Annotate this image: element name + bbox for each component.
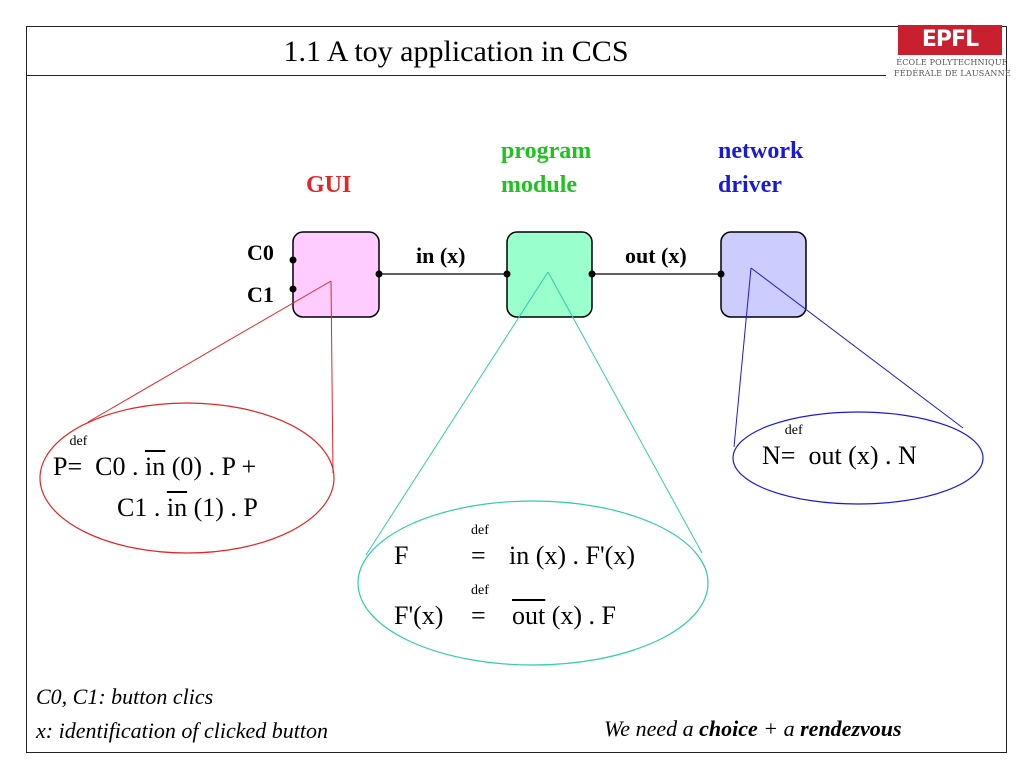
p-def: def xyxy=(69,434,88,449)
gui-label: GUI xyxy=(306,172,352,198)
f-def: def xyxy=(471,523,489,538)
equation-f-def-equals: def = xyxy=(471,523,489,571)
footer-choice: choice xyxy=(699,716,758,741)
fprime-def: def xyxy=(471,583,489,598)
logo-line-2: FÉDÉRALE DE LAUSANNE xyxy=(894,69,1011,78)
p-term2-in: in xyxy=(166,493,188,522)
program-label-line1: program xyxy=(501,138,592,164)
n-lhs: N xyxy=(762,441,781,470)
p-term2-prefix: C1 . xyxy=(117,493,167,522)
fprime-rhs-suffix: (x) . F xyxy=(545,601,617,630)
port-program-in xyxy=(503,270,511,278)
epfl-logo: EPFL ÉCOLE POLYTECHNIQUE FÉDÉRALE DE LAU… xyxy=(894,25,1011,85)
footer-note-2: x: identification of clicked button xyxy=(36,718,329,743)
p-def-equals: def = xyxy=(67,434,87,482)
network-callout-ellipse xyxy=(732,411,984,505)
equation-fprime-rhs: out (x) . F xyxy=(512,601,616,631)
footer-rendezvous: rendezvous xyxy=(800,716,902,741)
epfl-logo-mark: EPFL xyxy=(898,25,1002,55)
footer-right-b: + a xyxy=(757,716,801,741)
fprime-out: out xyxy=(512,601,546,630)
equation-f-rhs: in (x) . F'(x) xyxy=(509,541,636,570)
n-rhs: out (x) . N xyxy=(808,441,917,470)
program-callout-line-right xyxy=(547,271,703,554)
network-label-line2: driver xyxy=(718,172,782,198)
p-term1-prefix: C0 . xyxy=(95,452,145,481)
equation-p-line2: C1 . in (1) . P xyxy=(117,493,258,523)
p-lhs: P xyxy=(53,452,68,481)
gui-callout-line-right xyxy=(330,280,334,474)
title-bar: 1.1 A toy application in CCS xyxy=(26,26,886,76)
port-program-out xyxy=(588,270,596,278)
p-term2-suffix: (1) . P xyxy=(187,493,258,522)
p-term1-in: in xyxy=(144,452,166,481)
p-equals: = xyxy=(67,452,83,481)
port-gui-out xyxy=(375,270,383,278)
n-def: def xyxy=(784,423,803,438)
equation-fprime-def-equals: def = xyxy=(471,583,489,631)
logo-line-1: ÉCOLE POLYTECHNIQUE xyxy=(896,58,1008,67)
slide-frame xyxy=(26,26,1007,753)
program-callout-line-left xyxy=(365,271,549,556)
port-label-c0: C0 xyxy=(247,240,274,265)
port-label-out: out (x) xyxy=(625,243,687,268)
equation-fprime-lhs: F'(x) xyxy=(394,601,444,630)
f-equals: = xyxy=(471,541,486,570)
program-callout-ellipse xyxy=(357,500,709,666)
network-callout-line-right xyxy=(750,267,964,429)
network-driver-box xyxy=(720,231,807,318)
p-term1-suffix: (0) . P + xyxy=(165,452,257,481)
port-network-in xyxy=(717,270,725,278)
gui-box xyxy=(292,231,380,318)
equation-f-lhs: F xyxy=(394,541,409,570)
port-c1 xyxy=(289,285,297,293)
port-label-in: in (x) xyxy=(416,243,466,268)
n-equals: = xyxy=(780,441,796,470)
program-label-line2: module xyxy=(501,172,578,198)
fprime-equals: = xyxy=(471,601,486,630)
footer-right-a: We need a xyxy=(604,716,700,741)
port-c0 xyxy=(289,256,297,264)
network-callout-line-left xyxy=(733,267,752,448)
footer-note-1: C0, C1: button clics xyxy=(36,684,214,709)
gui-callout-ellipse xyxy=(39,402,335,554)
footer-right-note: We need a choice + a rendezvous xyxy=(604,716,902,742)
slide-title: 1.1 A toy application in CCS xyxy=(283,35,629,68)
gui-callout-line-left xyxy=(87,280,332,423)
port-label-c1: C1 xyxy=(247,282,274,307)
network-label-line1: network xyxy=(718,138,804,164)
